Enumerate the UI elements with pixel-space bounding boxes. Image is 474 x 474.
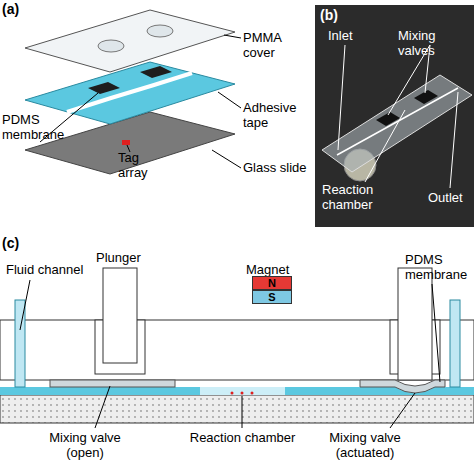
leader-line [338,45,345,150]
magnet-pole: S [252,290,292,304]
tag-dot [231,392,234,395]
leader-line [450,92,458,188]
leader-line [365,110,405,182]
pmma-cover [25,10,235,72]
leader-line [242,396,243,428]
cover-hole [98,40,124,52]
part-label: PDMS membrane [405,252,474,282]
part-label: Reaction chamber [322,182,402,212]
chip-channel [337,88,458,155]
leader-line [20,280,30,330]
part-label: Mixing valves [398,28,474,58]
leader-line [390,393,415,428]
part-label: Outlet [428,190,474,205]
plunger [398,268,432,380]
cover-hole [147,25,173,37]
leader-line [212,150,241,168]
pdms-membrane [360,380,445,393]
part-label: Magnet [246,262,306,277]
adhesive-tape [285,387,474,395]
part-label: PDMS membrane [2,112,74,142]
tag-dot [241,392,244,395]
reaction-chamber [200,387,285,395]
leader-line [218,92,241,108]
leader-line [95,386,110,428]
valve-photo [414,90,438,104]
part-label: Inlet [328,28,378,43]
adhesive-tape [25,62,235,124]
part-label: Mixing valve (open) [30,430,140,460]
part-label: Plunger [96,250,156,265]
glass-slide [0,395,474,423]
part-label: Reaction chamber [185,430,300,445]
fluid-port [450,300,460,387]
part-label: Glass slide [243,160,315,175]
pdms-membrane [50,380,175,387]
magnet-pole: N [252,276,292,290]
panel-letter: (a) [2,2,42,17]
pole-letter: N [268,277,276,289]
leader-line [432,284,440,382]
tag-array [122,140,130,145]
part-label: Mixing valve (actuated) [300,430,430,460]
panel-letter: (c) [2,236,42,251]
pdms-membrane [88,82,120,94]
part-label: PMMA cover [243,30,315,60]
tag-dot [251,392,254,395]
part-label: Fluid channel [6,262,96,277]
pdms-membrane [140,66,172,78]
photo-background [315,5,474,227]
tape-channel [67,73,192,112]
part-label: Tag array [118,150,168,180]
leader-line [224,35,241,38]
part-label: Adhesive tape [243,100,315,130]
panel-letter: (b) [320,8,360,23]
pole-letter: S [268,291,275,303]
plunger [103,268,137,363]
adhesive-tape [0,387,200,395]
